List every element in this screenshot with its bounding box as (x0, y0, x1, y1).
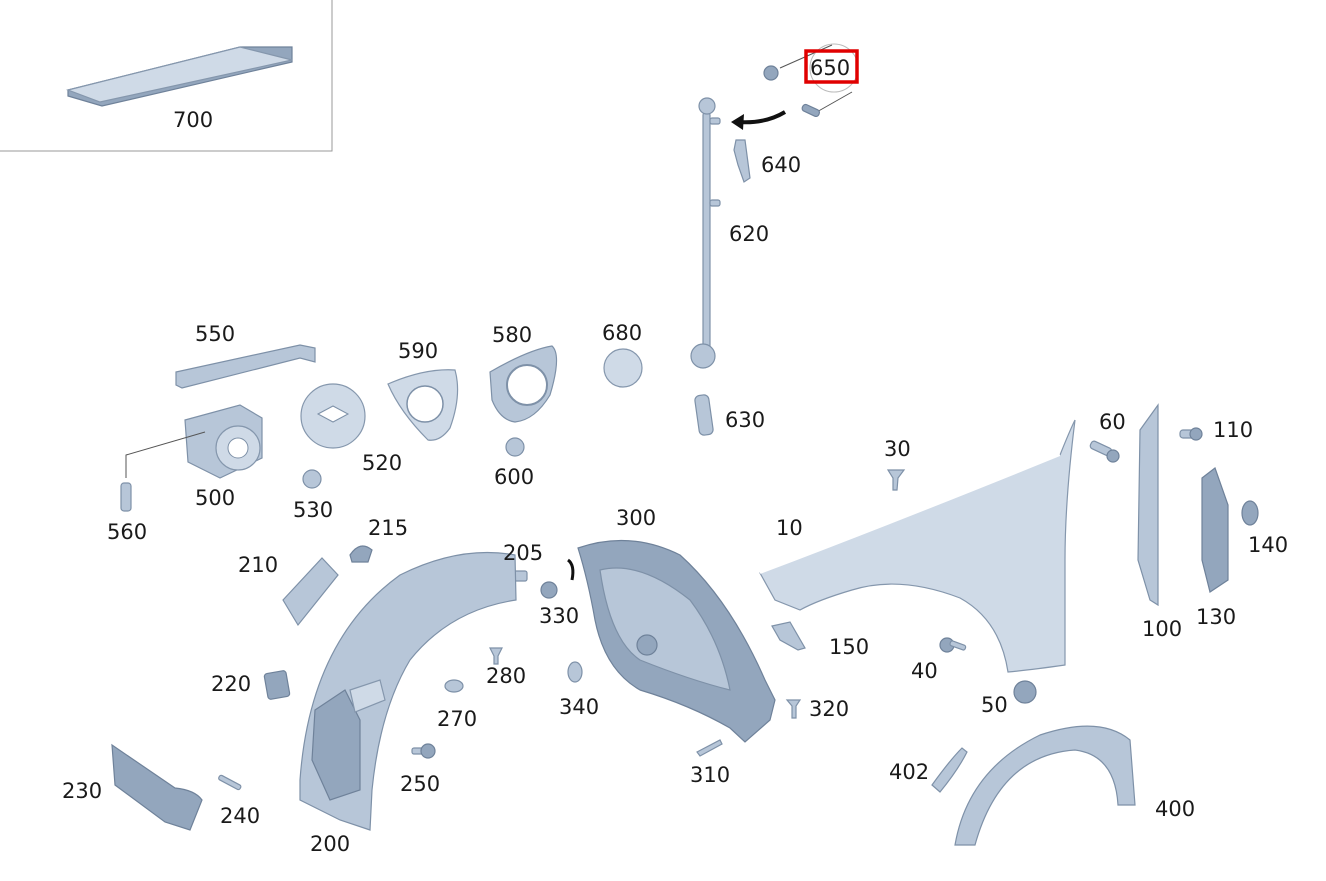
label-330[interactable]: 330 (539, 604, 579, 628)
label-700[interactable]: 700 (173, 108, 213, 132)
part-310-shape[interactable] (696, 739, 723, 757)
part-30-shape[interactable] (886, 469, 906, 491)
label-60[interactable]: 60 (1099, 410, 1126, 434)
screw-650-shape[interactable] (801, 103, 821, 118)
part-680-shape[interactable] (603, 348, 643, 388)
label-10[interactable]: 10 (776, 516, 803, 540)
label-200[interactable]: 200 (310, 832, 350, 856)
label-210[interactable]: 210 (238, 553, 278, 577)
part-500-shape[interactable] (184, 404, 263, 479)
label-110[interactable]: 110 (1213, 418, 1253, 442)
label-640[interactable]: 640 (761, 153, 801, 177)
part-250-shape[interactable] (411, 743, 436, 759)
fender-highlight (759, 454, 1061, 574)
label-530[interactable]: 530 (293, 498, 333, 522)
part-240-shape[interactable] (218, 774, 242, 791)
part-270-shape[interactable] (444, 679, 464, 693)
label-230[interactable]: 230 (62, 779, 102, 803)
part-150-shape[interactable] (771, 621, 806, 651)
part-210-shape[interactable] (282, 557, 339, 627)
part-320-shape[interactable] (785, 699, 802, 719)
part-200-liner[interactable] (299, 551, 517, 831)
label-150[interactable]: 150 (829, 635, 869, 659)
label-620[interactable]: 620 (729, 222, 769, 246)
label-550[interactable]: 550 (195, 322, 235, 346)
part-580-hole (506, 364, 548, 406)
part-40-shape[interactable] (939, 637, 967, 653)
part-550-shape[interactable] (175, 344, 316, 389)
part-140-shape[interactable] (1241, 500, 1259, 526)
label-205[interactable]: 205 (503, 541, 543, 565)
part-280-shape[interactable] (489, 647, 503, 665)
label-600[interactable]: 600 (494, 465, 534, 489)
label-270[interactable]: 270 (437, 707, 477, 731)
label-140[interactable]: 140 (1248, 533, 1288, 557)
part-402-shape[interactable] (931, 747, 968, 793)
label-520[interactable]: 520 (362, 451, 402, 475)
label-500[interactable]: 500 (195, 486, 235, 510)
part-590-hole (406, 385, 444, 423)
label-340[interactable]: 340 (559, 695, 599, 719)
label-220[interactable]: 220 (211, 672, 251, 696)
part-130-shape[interactable] (1201, 467, 1229, 593)
part-520-slot (316, 405, 350, 423)
label-40[interactable]: 40 (911, 659, 938, 683)
part-640-shape[interactable] (733, 139, 751, 183)
arrow-300 (567, 558, 575, 581)
arrow-650 (737, 110, 787, 125)
part-230-shape[interactable] (111, 743, 203, 831)
part-110-shape[interactable] (1179, 427, 1203, 441)
part-560-shape[interactable] (120, 482, 132, 512)
label-130[interactable]: 130 (1196, 605, 1236, 629)
label-630[interactable]: 630 (725, 408, 765, 432)
label-560[interactable]: 560 (107, 520, 147, 544)
label-310[interactable]: 310 (690, 763, 730, 787)
label-250[interactable]: 250 (400, 772, 440, 796)
label-680[interactable]: 680 (602, 321, 642, 345)
label-590[interactable]: 590 (398, 339, 438, 363)
label-50[interactable]: 50 (981, 693, 1008, 717)
label-280[interactable]: 280 (486, 664, 526, 688)
label-240[interactable]: 240 (220, 804, 260, 828)
part-530-shape[interactable] (302, 469, 322, 489)
label-402[interactable]: 402 (889, 760, 929, 784)
part-300-liner[interactable] (577, 539, 776, 743)
label-30[interactable]: 30 (884, 437, 911, 461)
label-300[interactable]: 300 (616, 506, 656, 530)
nut-650-shape[interactable] (763, 65, 779, 81)
label-650[interactable]: 650 (810, 56, 850, 80)
label-100[interactable]: 100 (1142, 617, 1182, 641)
part-100-shape[interactable] (1137, 403, 1159, 607)
part-330-shape[interactable] (540, 581, 558, 599)
part-700-top (65, 46, 293, 103)
label-320[interactable]: 320 (809, 697, 849, 721)
label-580[interactable]: 580 (492, 323, 532, 347)
part-620-rod[interactable] (690, 97, 721, 369)
label-400[interactable]: 400 (1155, 797, 1195, 821)
arrow-650-head (731, 114, 744, 130)
part-600-shape[interactable] (505, 437, 525, 457)
part-340-shape[interactable] (567, 661, 583, 683)
part-10-fender[interactable] (759, 419, 1076, 673)
leader-560 (125, 431, 206, 478)
inset-700 (0, 0, 333, 152)
part-630-shape[interactable] (694, 394, 714, 436)
label-215[interactable]: 215 (368, 516, 408, 540)
leader-650b (814, 91, 853, 114)
part-220-shape[interactable] (263, 670, 291, 700)
part-215-shape[interactable] (349, 545, 373, 563)
highlight-box-650 (804, 49, 859, 84)
part-50-shape[interactable] (1013, 680, 1037, 704)
part-60-shape[interactable] (1089, 440, 1120, 463)
part-400-shape[interactable] (954, 725, 1136, 846)
